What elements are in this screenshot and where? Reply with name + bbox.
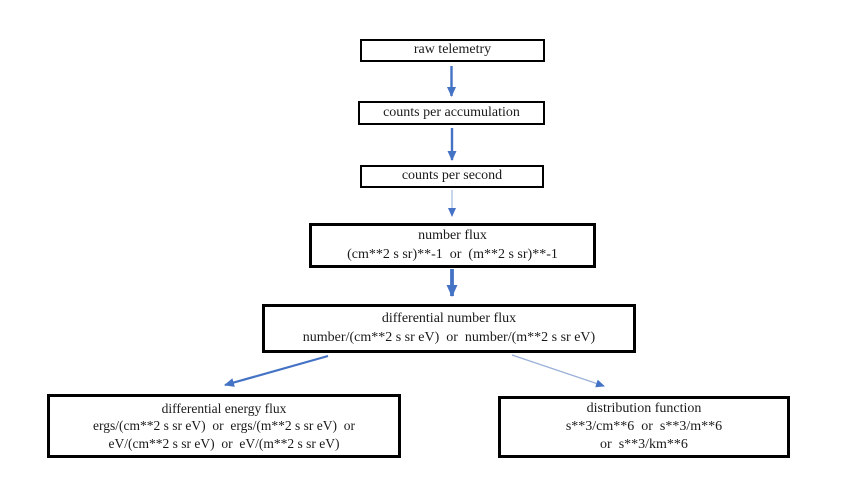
node-distribution-function-units-2: or s**3/km**6 [600,437,688,453]
node-number-flux: number flux (cm**2 s sr)**-1 or (m**2 s … [309,223,596,268]
node-differential-number-flux: differential number flux number/(cm**2 s… [262,304,636,353]
node-differential-number-flux-units: number/(cm**2 s sr eV) or number/(m**2 s… [302,329,596,345]
node-differential-energy-flux-units-1: ergs/(cm**2 s sr eV) or ergs/(m**2 s sr … [93,418,355,434]
node-raw-telemetry: raw telemetry [360,39,545,62]
node-distribution-function-title: distribution function [586,400,702,416]
node-counts-per-accumulation: counts per accumulation [358,101,545,125]
node-differential-energy-flux-units-2: eV/(cm**2 s sr eV) or eV/(m**2 s sr eV) [108,435,340,451]
node-number-flux-title: number flux [418,228,487,244]
node-differential-energy-flux-title: differential energy flux [161,400,287,416]
node-raw-telemetry-label: raw telemetry [413,42,492,58]
arrow-diffnumberflux-to-distribution [511,354,605,388]
node-counts-per-second: counts per second [360,165,544,188]
node-distribution-function-units-1: s**3/cm**6 or s**3/m**6 [565,418,723,434]
node-number-flux-units: (cm**2 s sr)**-1 or (m**2 s sr)**-1 [347,246,558,262]
node-differential-energy-flux: differential energy flux ergs/(cm**2 s s… [47,394,401,458]
node-distribution-function: distribution function s**3/cm**6 or s**3… [498,396,790,458]
node-differential-number-flux-title: differential number flux [381,311,517,327]
node-counts-per-second-label: counts per second [401,168,503,184]
node-counts-per-accumulation-label: counts per accumulation [383,104,520,120]
arrow-diffnumberflux-to-diffenergyflux [224,354,329,387]
